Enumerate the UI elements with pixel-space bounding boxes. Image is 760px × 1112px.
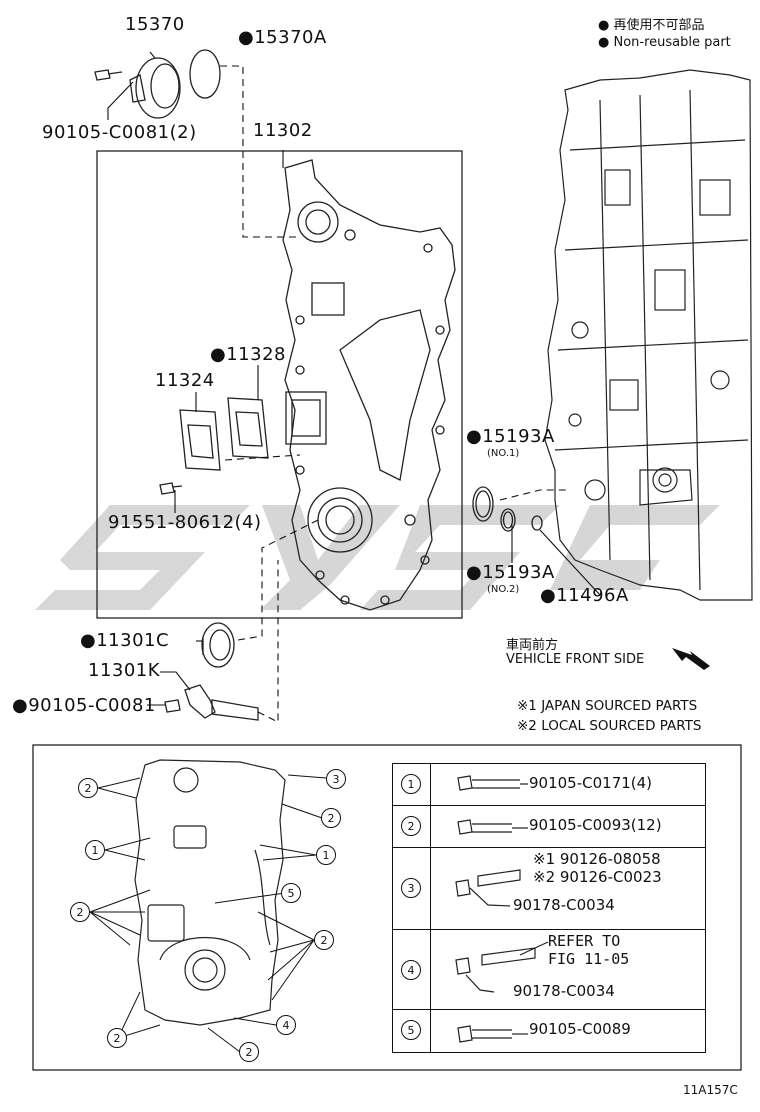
note-japan: ※1 JAPAN SOURCED PARTS	[517, 698, 698, 714]
callout-2: 2	[107, 1028, 127, 1048]
timing-cover-drawing	[282, 159, 456, 611]
filled-circle-icon: ●	[598, 18, 610, 33]
table-row: 4 REFER TO FIG 11-05 90178-C0034	[393, 930, 705, 1010]
part-15193a-no2: ●15193A	[466, 562, 555, 583]
callout-3: 3	[326, 769, 346, 789]
bolt-part-number: 90105-C0171(4)	[529, 774, 653, 792]
bolt-part-number: 90178-C0034	[513, 896, 615, 914]
part-11328: ●11328	[210, 344, 286, 365]
seal-drawing	[472, 486, 543, 532]
part-15370a: ●15370A	[238, 27, 327, 48]
filled-circle-icon: ●	[598, 35, 610, 50]
part-15370: 15370	[125, 14, 185, 35]
filled-circle-icon: ●	[466, 426, 483, 447]
legend-en: ● Non-reusable part	[598, 35, 731, 50]
part-11496a: ●11496A	[540, 585, 629, 606]
engine-block-drawing	[544, 69, 753, 601]
refer-text: REFER TO	[548, 932, 621, 950]
part-11324: 11324	[155, 370, 215, 391]
bolt-part-number-local: ※2 90126-C0023	[533, 868, 662, 886]
legend-jp: ● 再使用不可部品	[598, 18, 705, 33]
filled-circle-icon: ●	[540, 585, 557, 606]
bolt-sketches	[455, 775, 549, 1043]
figure-id: 11A157C	[683, 1083, 738, 1097]
callout-2: 2	[314, 930, 334, 950]
part-11301k: 11301K	[88, 660, 161, 681]
filled-circle-icon: ●	[466, 562, 483, 583]
callout-5: 5	[281, 883, 301, 903]
direction-en: VEHICLE FRONT SIDE	[506, 652, 645, 667]
water-inlet-drawing	[94, 49, 221, 119]
bolt-part-number: 90178-C0034	[513, 982, 615, 1000]
callout-3: 3	[401, 878, 421, 898]
callout-1: 1	[316, 845, 336, 865]
callout-2: 2	[239, 1042, 259, 1062]
refer-figure: FIG 11-05	[548, 950, 630, 968]
callout-1: 1	[401, 774, 421, 794]
assembly-box	[96, 150, 463, 619]
note-local: ※2 LOCAL SOURCED PARTS	[517, 718, 702, 734]
part-91551: 91551-80612(4)	[108, 512, 262, 533]
table-row: 3 ※1 90126-08058 ※2 90126-C0023 90178-C0…	[393, 848, 705, 930]
filled-circle-icon: ●	[210, 344, 227, 365]
filled-circle-icon: ●	[80, 630, 97, 651]
bolt-part-number: 90105-C0089	[529, 1020, 631, 1038]
front-arrow-icon	[672, 648, 710, 670]
callout-4: 4	[401, 960, 421, 980]
part-11301c: ●11301C	[80, 630, 170, 651]
part-90105-c0081-2: 90105-C0081(2)	[42, 122, 197, 143]
callout-4: 4	[276, 1015, 296, 1035]
oil-seal-drawing	[164, 622, 259, 721]
direction-jp: 車両前方	[506, 638, 559, 653]
bolt-layout-panel	[32, 744, 742, 1071]
part-11302: 11302	[253, 120, 313, 141]
part-15193a-no1-note: (NO.1)	[487, 448, 520, 459]
leader-lines	[107, 51, 601, 723]
callout-2: 2	[70, 902, 90, 922]
bolt-table: 1 90105-C0171(4) 2 90105-C0093(12) 3 ※1 …	[392, 763, 706, 1053]
bolt-part-number: 90105-C0093(12)	[529, 816, 662, 834]
table-row: 5 90105-C0089	[393, 1010, 705, 1052]
callout-1: 1	[85, 840, 105, 860]
part-15193a-no2-note: (NO.2)	[487, 584, 520, 595]
gasket-drawing	[159, 397, 269, 495]
part-15193a-no1: ●15193A	[466, 426, 555, 447]
table-row: 1 90105-C0171(4)	[393, 764, 705, 806]
cover-outline-small	[134, 759, 286, 1026]
callout-2: 2	[401, 816, 421, 836]
filled-circle-icon: ●	[12, 695, 29, 716]
table-row: 2 90105-C0093(12)	[393, 806, 705, 848]
callout-2: 2	[321, 808, 341, 828]
part-90105-c0081: ●90105-C0081	[12, 695, 156, 716]
callout-5: 5	[401, 1020, 421, 1040]
callout-leaders-small	[89, 774, 327, 1053]
bolt-part-number-japan: ※1 90126-08058	[533, 850, 661, 868]
callout-2: 2	[78, 778, 98, 798]
filled-circle-icon: ●	[238, 27, 255, 48]
